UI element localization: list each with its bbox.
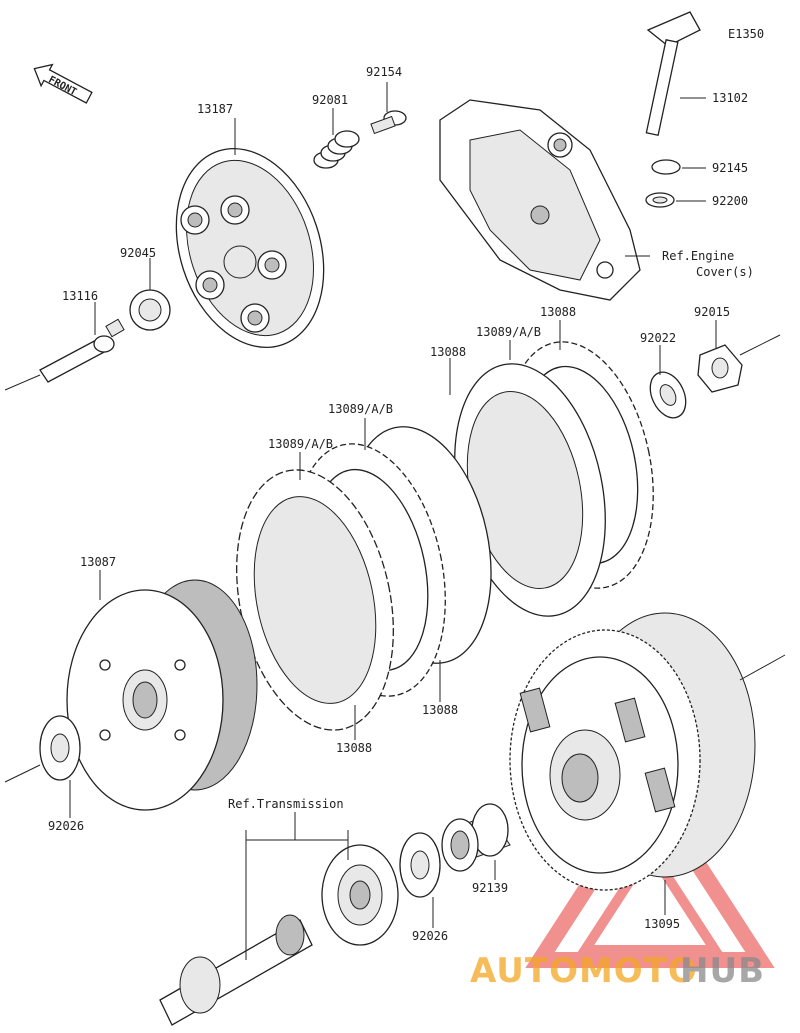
label-92026-left: 92026 — [48, 819, 84, 833]
transmission-shaft — [159, 914, 313, 1026]
label-13116: 13116 — [62, 289, 98, 303]
spring-92081 — [313, 130, 360, 169]
shaft-13102 — [645, 11, 701, 136]
label-92154: 92154 — [366, 65, 402, 79]
pressure-plate-13187 — [175, 147, 325, 349]
label-ref-engine-1: Ref.Engine — [662, 249, 734, 263]
circlip-92145 — [651, 159, 681, 175]
label-92145: 92145 — [712, 161, 748, 175]
washer-92026-left — [39, 715, 81, 781]
nut-92015 — [697, 344, 743, 393]
label-13088-mid: 13088 — [430, 345, 466, 359]
label-92022: 92022 — [640, 331, 676, 345]
leader-lines — [4, 82, 786, 960]
label-13087: 13087 — [80, 555, 116, 569]
label-13089-low: 13089/A/B — [268, 437, 333, 451]
front-arrow: FRONT — [33, 63, 93, 104]
label-92139: 92139 — [472, 881, 508, 895]
clutch-housing-13095 — [509, 612, 756, 891]
label-92200: 92200 — [712, 194, 748, 208]
label-92026-right: 92026 — [412, 929, 448, 943]
clutch-hub-13087 — [66, 579, 258, 811]
label-13095: 13095 — [644, 917, 680, 931]
label-13088-bot: 13088 — [336, 741, 372, 755]
label-13102: 13102 — [712, 91, 748, 105]
label-13089-top: 13089/A/B — [476, 325, 541, 339]
label-92015: 92015 — [694, 305, 730, 319]
part-labels: E1350 13187 92081 92154 13102 92145 9220… — [48, 27, 764, 943]
diagram-code: E1350 — [728, 27, 764, 41]
logo-triangle-inner — [575, 840, 725, 955]
pushrod-13116 — [39, 318, 125, 383]
label-92045: 92045 — [120, 246, 156, 260]
bolt-92154 — [370, 110, 407, 135]
engine-cover-ref — [439, 99, 641, 301]
washer-92022 — [649, 371, 687, 419]
clutch-plate-stack — [236, 341, 654, 731]
label-13089-mid: 13089/A/B — [328, 402, 393, 416]
sleeve-92139 — [441, 803, 511, 872]
washer-92200 — [645, 192, 675, 208]
label-13187: 13187 — [197, 102, 233, 116]
bearing-92045 — [129, 289, 171, 331]
wordmark-part2: HUB — [680, 951, 765, 991]
label-ref-transmission: Ref.Transmission — [228, 797, 344, 811]
label-13088-top: 13088 — [540, 305, 576, 319]
transmission-bearing — [321, 844, 399, 946]
label-ref-engine-2: Cover(s) — [696, 265, 754, 279]
washer-92026-right — [399, 832, 441, 898]
wordmark-part1: AUTOMOTO — [470, 951, 698, 991]
label-92081: 92081 — [312, 93, 348, 107]
automotohub-wordmark: AUTOMOTO HUB — [470, 951, 765, 991]
label-13088-low: 13088 — [422, 703, 458, 717]
